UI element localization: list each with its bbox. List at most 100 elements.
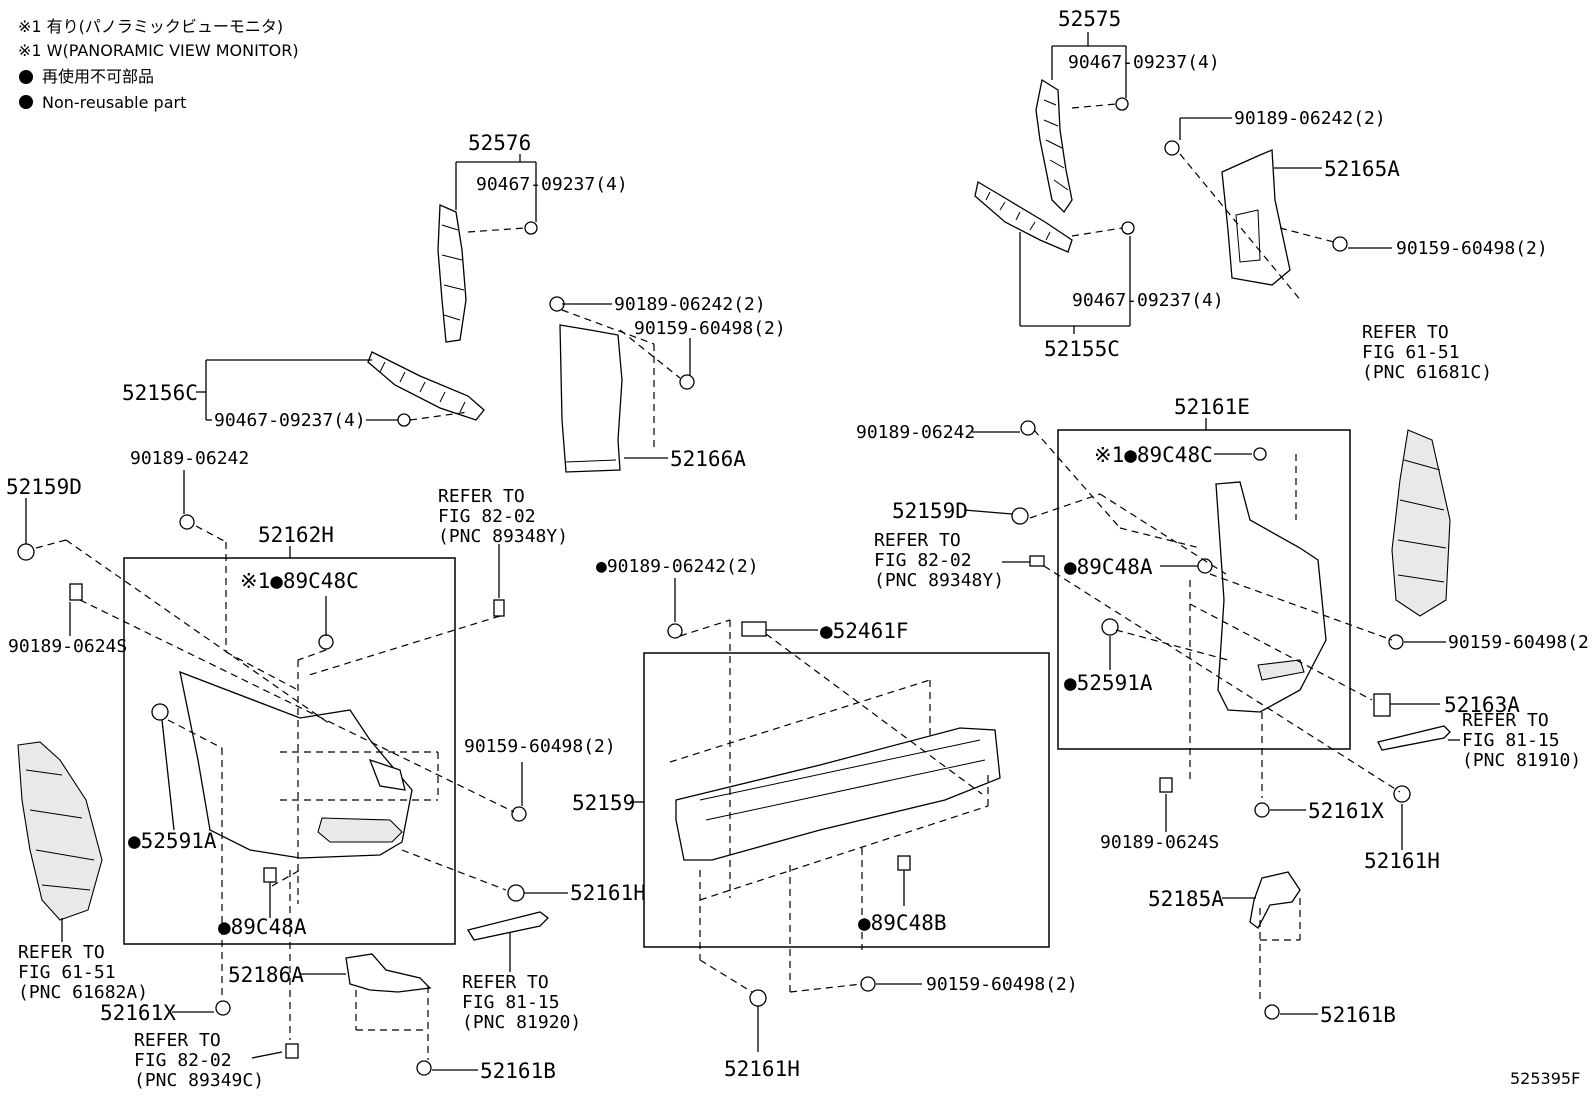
nut-icon[interactable]: [1388, 634, 1404, 650]
label-90159-right[interactable]: 90159-60498(2): [1448, 632, 1592, 653]
label-90159-center[interactable]: 90159-60498(2): [926, 974, 1078, 995]
ref-81910-line1[interactable]: REFER TO: [1462, 710, 1549, 731]
part-52163A-cap[interactable]: [1373, 693, 1391, 717]
label-89C48B[interactable]: ●89C48B: [858, 911, 947, 935]
retainer-icon[interactable]: [17, 543, 35, 561]
ref-81920-line3[interactable]: (PNC 81920): [462, 1012, 581, 1033]
ref-61682A-line3[interactable]: (PNC 61682A): [18, 982, 148, 1003]
label-52166A[interactable]: 52166A: [670, 447, 746, 471]
label-89C48A-right[interactable]: ●89C48A: [1064, 555, 1153, 579]
part-61681C-fender-liner[interactable]: [1391, 429, 1451, 617]
part-52186A-bracket[interactable]: [345, 953, 432, 993]
ref-89348Y-right-line3[interactable]: (PNC 89348Y): [874, 570, 1004, 591]
label-52161B-left[interactable]: 52161B: [480, 1059, 556, 1083]
part-52162H-bumper-corner[interactable]: [179, 670, 413, 859]
bolt-icon[interactable]: [1115, 97, 1129, 111]
nut-icon[interactable]: [679, 374, 695, 390]
label-52162H[interactable]: 52162H: [258, 523, 334, 547]
label-52156C-bolt[interactable]: 90467-09237(4): [214, 410, 366, 431]
ref-81910-line3[interactable]: (PNC 81910): [1462, 750, 1581, 771]
grommet-icon[interactable]: [151, 703, 169, 721]
label-52461F[interactable]: ●52461F: [820, 619, 909, 643]
label-52576[interactable]: 52576: [468, 131, 531, 155]
label-52163A[interactable]: 52163A: [1444, 693, 1520, 717]
part-61682A-fender-liner[interactable]: [17, 741, 103, 921]
part-52576-bracket[interactable]: [437, 204, 467, 343]
label-52591A-left[interactable]: ●52591A: [128, 829, 217, 853]
ref-61681C-line3[interactable]: (PNC 61681C): [1362, 362, 1492, 383]
label-52156C[interactable]: 52156C: [122, 381, 198, 405]
label-90189-left[interactable]: 90189-06242: [130, 448, 249, 469]
ref-81920-line1[interactable]: REFER TO: [462, 972, 549, 993]
clip-icon[interactable]: [318, 634, 334, 650]
label-52159D-right[interactable]: 52159D: [892, 499, 968, 523]
part-52185A-bracket[interactable]: [1249, 871, 1301, 929]
label-89C48C-right[interactable]: ※1●89C48C: [1094, 443, 1213, 467]
clip-icon[interactable]: [667, 623, 683, 639]
label-52576-bolt[interactable]: 90467-09237(4): [476, 174, 628, 195]
clip-icon[interactable]: [1253, 447, 1267, 461]
label-90189-0624S-right[interactable]: 90189-0624S: [1100, 832, 1219, 853]
part-52155C-rail[interactable]: [974, 180, 1073, 253]
nut-icon[interactable]: [860, 976, 876, 992]
ref-89348Y-left-line3[interactable]: (PNC 89348Y): [438, 526, 568, 547]
clip-icon[interactable]: [179, 514, 195, 530]
nut-icon[interactable]: [1332, 236, 1348, 252]
label-52155C[interactable]: 52155C: [1044, 337, 1120, 361]
label-52575[interactable]: 52575: [1058, 7, 1121, 31]
label-90189-center[interactable]: ●90189-06242(2): [596, 556, 759, 577]
ref-89349C-line3[interactable]: (PNC 89349C): [134, 1070, 264, 1091]
ref-89348Y-right-line1[interactable]: REFER TO: [874, 530, 961, 551]
label-90189-mid[interactable]: 90189-06242(2): [614, 294, 766, 315]
label-52161H-right[interactable]: 52161H: [1364, 849, 1440, 873]
label-90189-0624S-left[interactable]: 90189-0624S: [8, 636, 127, 657]
label-90159-top-right[interactable]: 90159-60498(2): [1396, 238, 1548, 259]
ref-61682A-line2[interactable]: FIG 61-51: [18, 962, 116, 983]
part-52461F-block[interactable]: [741, 621, 767, 637]
label-89C48C-left[interactable]: ※1●89C48C: [240, 569, 359, 593]
part-52156C-rail[interactable]: [367, 351, 485, 421]
clip-icon[interactable]: [1020, 420, 1036, 436]
bolt-icon[interactable]: [1121, 221, 1135, 235]
connector-icon[interactable]: [285, 1043, 299, 1059]
ref-89348Y-left-line2[interactable]: FIG 82-02: [438, 506, 536, 527]
label-90159-left[interactable]: 90159-60498(2): [464, 736, 616, 757]
part-52166A-cover[interactable]: [559, 324, 623, 473]
part-81910-reflector[interactable]: [1377, 725, 1451, 751]
part-52161E-bumper-corner[interactable]: [1215, 481, 1327, 713]
ref-89348Y-right-line2[interactable]: FIG 82-02: [874, 550, 972, 571]
label-52161X-left[interactable]: 52161X: [100, 1001, 176, 1025]
nut-clip-icon[interactable]: [69, 583, 83, 601]
ref-61682A-line1[interactable]: REFER TO: [18, 942, 105, 963]
connector-icon[interactable]: [1029, 555, 1045, 567]
label-52155C-bolt[interactable]: 90467-09237(4): [1072, 290, 1224, 311]
label-52165A[interactable]: 52165A: [1324, 157, 1400, 181]
retainer-icon[interactable]: [749, 989, 767, 1007]
part-52575-bracket[interactable]: [1035, 78, 1073, 214]
grommet-icon[interactable]: [1101, 618, 1119, 636]
label-52185A[interactable]: 52185A: [1148, 887, 1224, 911]
label-90159-mid[interactable]: 90159-60498(2): [634, 318, 786, 339]
retainer-icon[interactable]: [1011, 507, 1029, 525]
label-52575-bolt[interactable]: 90467-09237(4): [1068, 52, 1220, 73]
fastener-icon[interactable]: [416, 1060, 432, 1076]
label-52161B-right[interactable]: 52161B: [1320, 1003, 1396, 1027]
fastener-icon[interactable]: [215, 1000, 231, 1016]
label-90189-top-right[interactable]: 90189-06242(2): [1234, 108, 1386, 129]
ref-61681C-line2[interactable]: FIG 61-51: [1362, 342, 1460, 363]
label-52161H-center[interactable]: 52161H: [724, 1057, 800, 1081]
fastener-icon[interactable]: [1264, 1004, 1280, 1020]
nut-clip-icon[interactable]: [1159, 777, 1173, 793]
nut-icon[interactable]: [511, 806, 527, 822]
bolt-icon[interactable]: [524, 221, 538, 235]
retainer-icon[interactable]: [1393, 785, 1411, 803]
nut-clip-icon[interactable]: [263, 867, 277, 883]
label-52161E[interactable]: 52161E: [1174, 395, 1250, 419]
label-52161H-left[interactable]: 52161H: [570, 881, 646, 905]
ref-81910-line2[interactable]: FIG 81-15: [1462, 730, 1560, 751]
label-89C48A-left[interactable]: ●89C48A: [218, 915, 307, 939]
ref-81920-line2[interactable]: FIG 81-15: [462, 992, 560, 1013]
clip-icon[interactable]: [1164, 140, 1180, 156]
clip-icon[interactable]: [549, 296, 565, 312]
connector-icon[interactable]: [493, 599, 505, 617]
